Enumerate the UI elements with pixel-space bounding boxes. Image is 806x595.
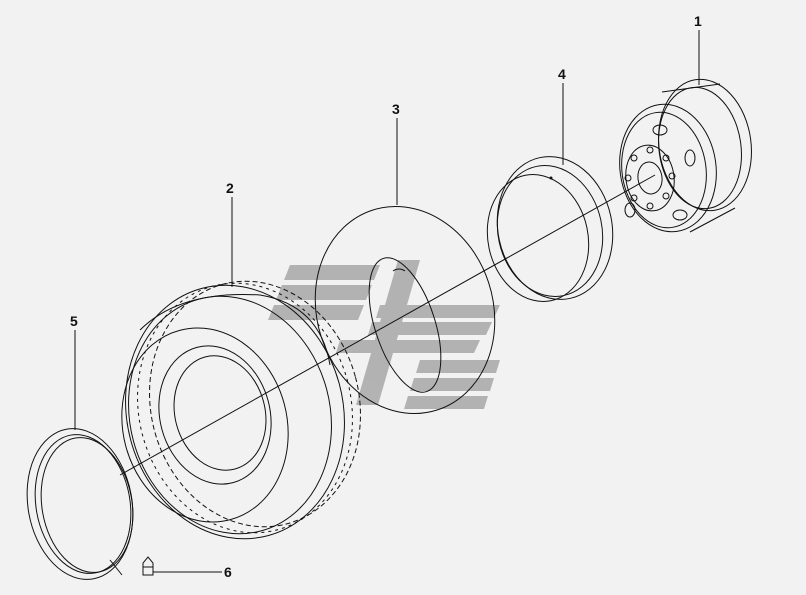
valve-part <box>142 556 154 576</box>
callout-label-1: 1 <box>694 13 702 29</box>
assembly-axis-line <box>119 174 656 476</box>
callout-label-2: 2 <box>226 180 234 196</box>
callout-label-3: 3 <box>392 101 400 117</box>
tire-part <box>121 280 361 540</box>
wheel-rim-part <box>619 78 752 233</box>
callout-label-6: 6 <box>224 564 232 580</box>
logo-watermark-icon <box>268 260 500 409</box>
side-ring-part <box>486 156 614 302</box>
callout-label-5: 5 <box>70 313 78 329</box>
callout-label-4: 4 <box>558 66 566 82</box>
lock-ring-part <box>26 428 134 580</box>
leader-lines <box>74 30 700 573</box>
